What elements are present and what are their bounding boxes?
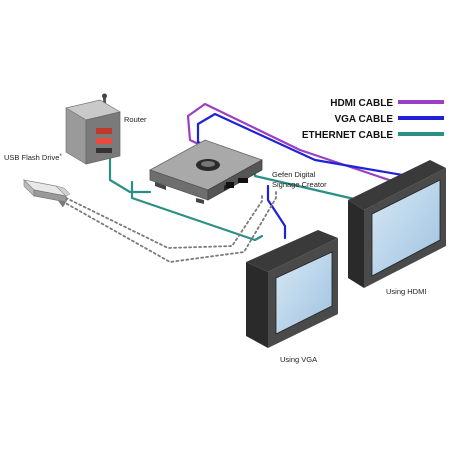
monitor-vga-label: Using VGA <box>280 355 317 364</box>
legend-item-ethernet: ETHERNET CABLE <box>302 130 444 141</box>
device-label-line1: Gefen Digital <box>272 170 316 179</box>
ethernet-cable-router <box>108 156 152 194</box>
monitor-hdmi: Using HDMI <box>348 160 446 296</box>
legend-item-vga: VGA CABLE <box>334 114 444 125</box>
legend: HDMI CABLE VGA CABLE ETHERNET CABLE <box>302 98 444 141</box>
legend-item-hdmi: HDMI CABLE <box>330 98 444 109</box>
legend-label-hdmi: HDMI CABLE <box>330 98 393 109</box>
router-icon <box>65 93 121 165</box>
usb-dotted-line-outer <box>55 191 277 263</box>
legend-label-vga: VGA CABLE <box>334 114 393 125</box>
ethernet-cable-lower <box>130 180 264 242</box>
monitor-vga: Using VGA <box>246 230 338 364</box>
usb-label-text: USB Flash Drive <box>4 153 59 162</box>
monitor-icon <box>246 230 338 348</box>
monitor-icon <box>348 160 446 288</box>
router-label: Router <box>124 115 147 124</box>
legend-label-ethernet: ETHERNET CABLE <box>302 130 393 141</box>
vga-cable-to-monitor <box>266 184 287 240</box>
usb-label-star: * <box>59 154 62 160</box>
usb-flash-drive-icon <box>22 179 71 203</box>
device-label-line2: Signage Creator <box>272 180 327 189</box>
usb-flash-drive-label: USB Flash Drive* <box>4 153 62 162</box>
usb-dotted-line-inner <box>61 195 263 249</box>
signage-creator-icon <box>149 139 263 204</box>
monitor-hdmi-label: Using HDMI <box>386 287 426 296</box>
